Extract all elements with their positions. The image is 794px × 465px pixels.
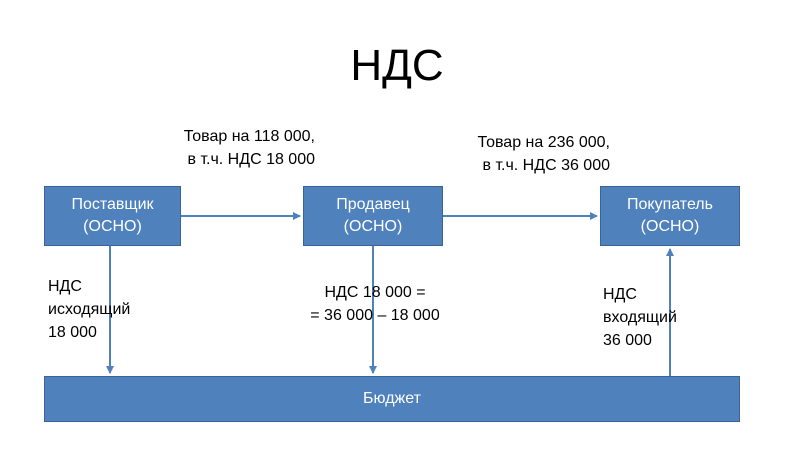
output-vat-line2: исходящий <box>48 301 131 318</box>
buyer-name: Покупатель <box>627 196 713 213</box>
edge-label-seller-to-buyer: Товар на 236 000, в т.ч. НДС 36 000 <box>455 131 610 177</box>
goods-amount-2: Товар на 236 000, <box>477 134 610 151</box>
edge-label-input-vat: НДС входящий 36 000 <box>603 283 703 352</box>
input-vat-line2: входящий <box>603 309 677 326</box>
edge-label-supplier-to-seller: Товар на 118 000, в т.ч. НДС 18 000 <box>160 125 315 171</box>
output-vat-amount: 18 000 <box>48 324 97 341</box>
seller-vat-line2: = 36 000 – 18 000 <box>310 307 440 324</box>
seller-box: Продавец (ОСНО) <box>303 186 443 246</box>
seller-vat-line1: НДС 18 000 = <box>324 284 426 301</box>
budget-label: Бюджет <box>363 390 421 407</box>
supplier-tax-regime: (ОСНО) <box>83 218 142 235</box>
seller-tax-regime: (ОСНО) <box>343 218 403 235</box>
vat-included-2: в т.ч. НДС 36 000 <box>482 157 611 174</box>
budget-box: Бюджет <box>44 376 740 422</box>
seller-name: Продавец <box>336 196 410 213</box>
edge-label-output-vat: НДС исходящий 18 000 <box>48 275 158 344</box>
goods-amount-1: Товар на 118 000, <box>183 128 315 145</box>
input-vat-amount: 36 000 <box>603 332 652 349</box>
supplier-box: Поставщик (ОСНО) <box>44 186 181 246</box>
supplier-name: Поставщик <box>71 196 154 213</box>
input-vat-line1: НДС <box>603 286 637 303</box>
buyer-tax-regime: (ОСНО) <box>640 218 700 235</box>
diagram-title: НДС <box>350 41 444 90</box>
buyer-box: Покупатель (ОСНО) <box>600 186 740 246</box>
vat-included-1: в т.ч. НДС 18 000 <box>187 151 316 168</box>
output-vat-line1: НДС <box>48 278 82 295</box>
edge-label-seller-vat-calc: НДС 18 000 = = 36 000 – 18 000 <box>290 281 460 327</box>
